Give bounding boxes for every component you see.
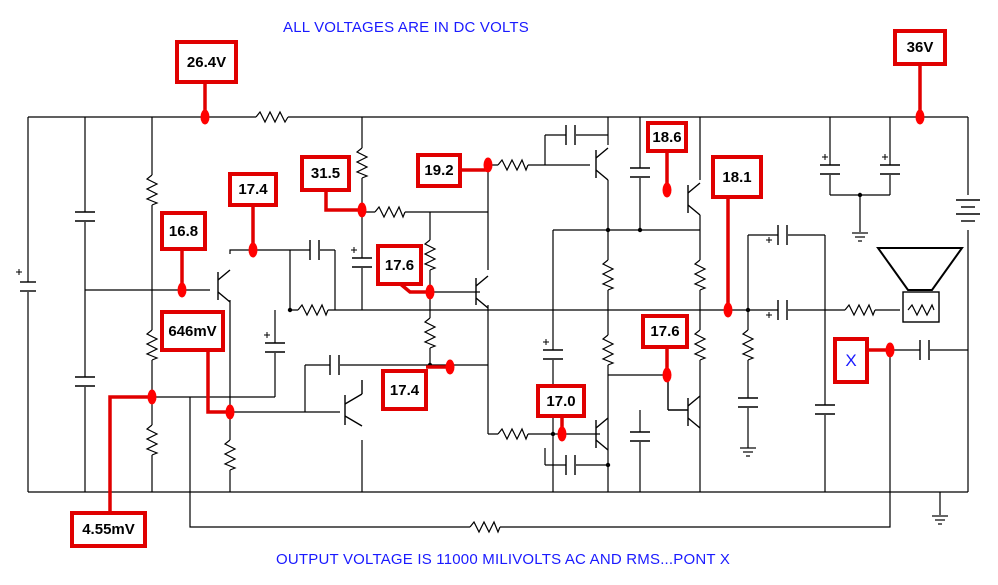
probe-label-19-2: 19.2 (416, 153, 462, 188)
output-voltage-note: OUTPUT VOLTAGE IS 11000 MILIVOLTS AC AND… (276, 551, 731, 568)
probe-label-17-6-mid: 17.6 (376, 244, 423, 286)
transistors (217, 147, 701, 451)
probe-label-17-4-top: 17.4 (228, 172, 278, 207)
probe-dots (147, 109, 925, 442)
capacitors (20, 125, 930, 475)
probe-label-18-6: 18.6 (646, 121, 688, 153)
polarity-marks (16, 154, 888, 345)
probe-label-17-0: 17.0 (536, 384, 586, 418)
resistors (145, 110, 876, 534)
ground-symbols (740, 232, 948, 525)
speaker-symbol (876, 247, 964, 323)
probe-label-17-4-low: 17.4 (381, 369, 428, 411)
probe-label-36v: 36V (893, 29, 947, 66)
probe-label-31-5: 31.5 (300, 155, 351, 192)
battery-symbol (955, 195, 981, 230)
probe-label-17-6-right: 17.6 (641, 314, 689, 349)
probe-label-point-x: X (833, 337, 869, 384)
probe-label-26-4v: 26.4V (175, 40, 238, 84)
probe-label-4-55mv: 4.55mV (70, 511, 147, 548)
probe-label-18-1: 18.1 (711, 155, 763, 199)
probe-label-16-8: 16.8 (160, 211, 207, 251)
probe-label-646mv: 646mV (160, 310, 225, 352)
junction-dots (149, 192, 863, 468)
dc-voltage-note: ALL VOLTAGES ARE IN DC VOLTS (283, 19, 529, 36)
